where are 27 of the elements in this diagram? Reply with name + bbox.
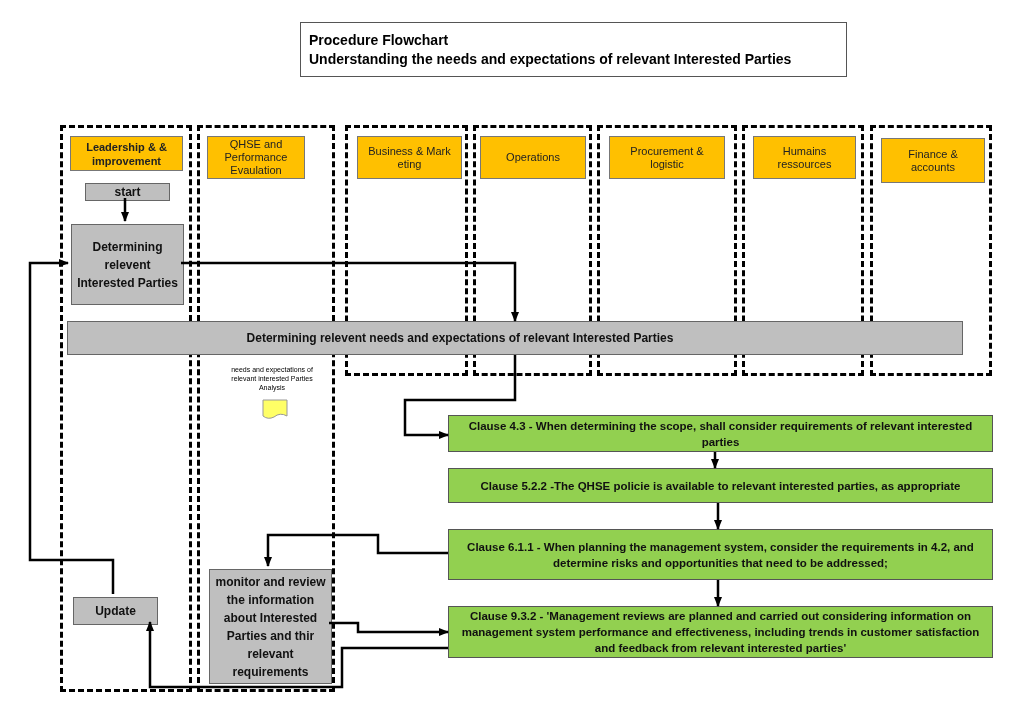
arrow — [28, 259, 115, 594]
lane-header: Leadership & & improvement — [70, 136, 183, 171]
clause-box: Clause 4.3 - When determining the scope, shall consider requirements of relevant interested parties — [448, 415, 993, 452]
process-box: monitor and review the information about Interested Parties and thir relevant requirements — [209, 569, 332, 684]
process-box: start — [85, 183, 170, 201]
process-box: Determining relevent Interested Parties — [71, 224, 184, 305]
arrow — [403, 355, 517, 439]
clause-box: Clause 5.2.2 -The QHSE policie is available to relevant interested parties, as appropriate — [448, 468, 993, 503]
arrow — [121, 198, 129, 222]
lane-header: Humains ressources — [753, 136, 856, 179]
arrow — [714, 503, 722, 530]
lane-header: Finance & accounts — [881, 138, 985, 183]
title-box: Procedure Flowchart Understanding the needs and expectations of relevant Interested Parties — [300, 22, 847, 77]
clause-box: Clause 9.3.2 - 'Management reviews are planned and carried out considering information on management system performance and effectiveness, including trends in customer satisfaction and feedback from relevant interested parties' — [448, 606, 993, 658]
process-bar: Determining relevent needs and expectations of relevant Interested Parties — [67, 321, 963, 355]
arrow — [711, 452, 719, 469]
lane-header: Business & Mark eting — [357, 136, 462, 179]
lane-header: Procurement & logistic — [609, 136, 725, 179]
lane-header: QHSE and Performance Evaulation — [207, 136, 305, 179]
arrow — [264, 533, 448, 567]
arrow — [329, 621, 449, 636]
clause-box: Clause 6.1.1 - When planning the management system, consider the requirements in 4.2, and determine risks and opportunities that need to be addressed; — [448, 529, 993, 580]
arrow — [146, 621, 448, 689]
process-box: Update — [73, 597, 158, 625]
arrow — [181, 261, 519, 322]
lane-header: Operations — [480, 136, 586, 179]
arrow — [714, 580, 722, 607]
